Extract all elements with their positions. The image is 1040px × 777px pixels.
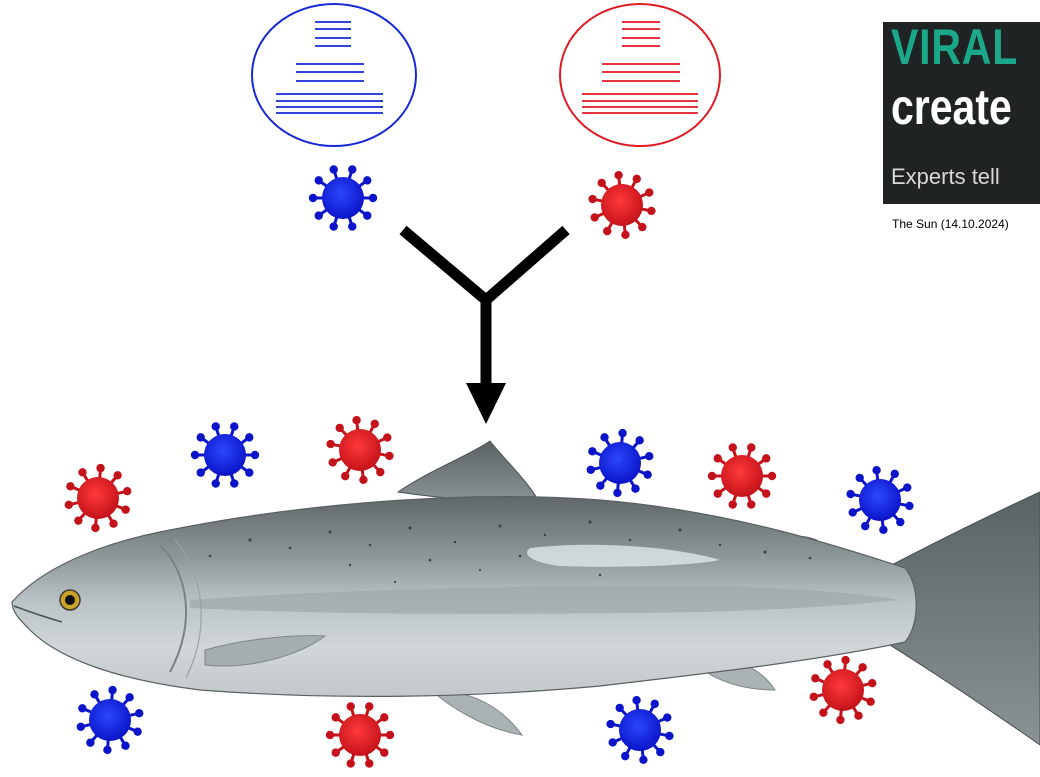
- headline-line-2: create: [891, 78, 1012, 136]
- red-virus-icon: [326, 702, 394, 767]
- red-virus-icon: [326, 416, 393, 484]
- blue-virus-icon: [309, 165, 377, 230]
- genome-segments-icon: [582, 22, 698, 113]
- blue-virus-icon: [606, 696, 673, 764]
- blue-virus-icon: [191, 422, 259, 487]
- recombination-arrow: [403, 230, 566, 424]
- red-virus-icon: [65, 464, 132, 532]
- news-headline-clipping: VIRAL create Experts tell: [883, 22, 1040, 204]
- blue-virus-icon: [77, 686, 144, 754]
- genome-segments-icon: [276, 22, 383, 113]
- blue-virus-icon: [846, 466, 913, 534]
- red-virus-icon: [708, 443, 776, 508]
- blue-virus-icon: [587, 429, 654, 497]
- source-caption: The Sun (14.10.2024): [892, 217, 1009, 231]
- headline-line-1: VIRAL: [891, 22, 1018, 76]
- red-virus-icon: [810, 656, 877, 724]
- headline-line-3: Experts tell: [891, 164, 1000, 190]
- genome-b-circle: [560, 4, 720, 146]
- red-virus-icon: [588, 171, 655, 239]
- genome-a-circle: [252, 4, 416, 146]
